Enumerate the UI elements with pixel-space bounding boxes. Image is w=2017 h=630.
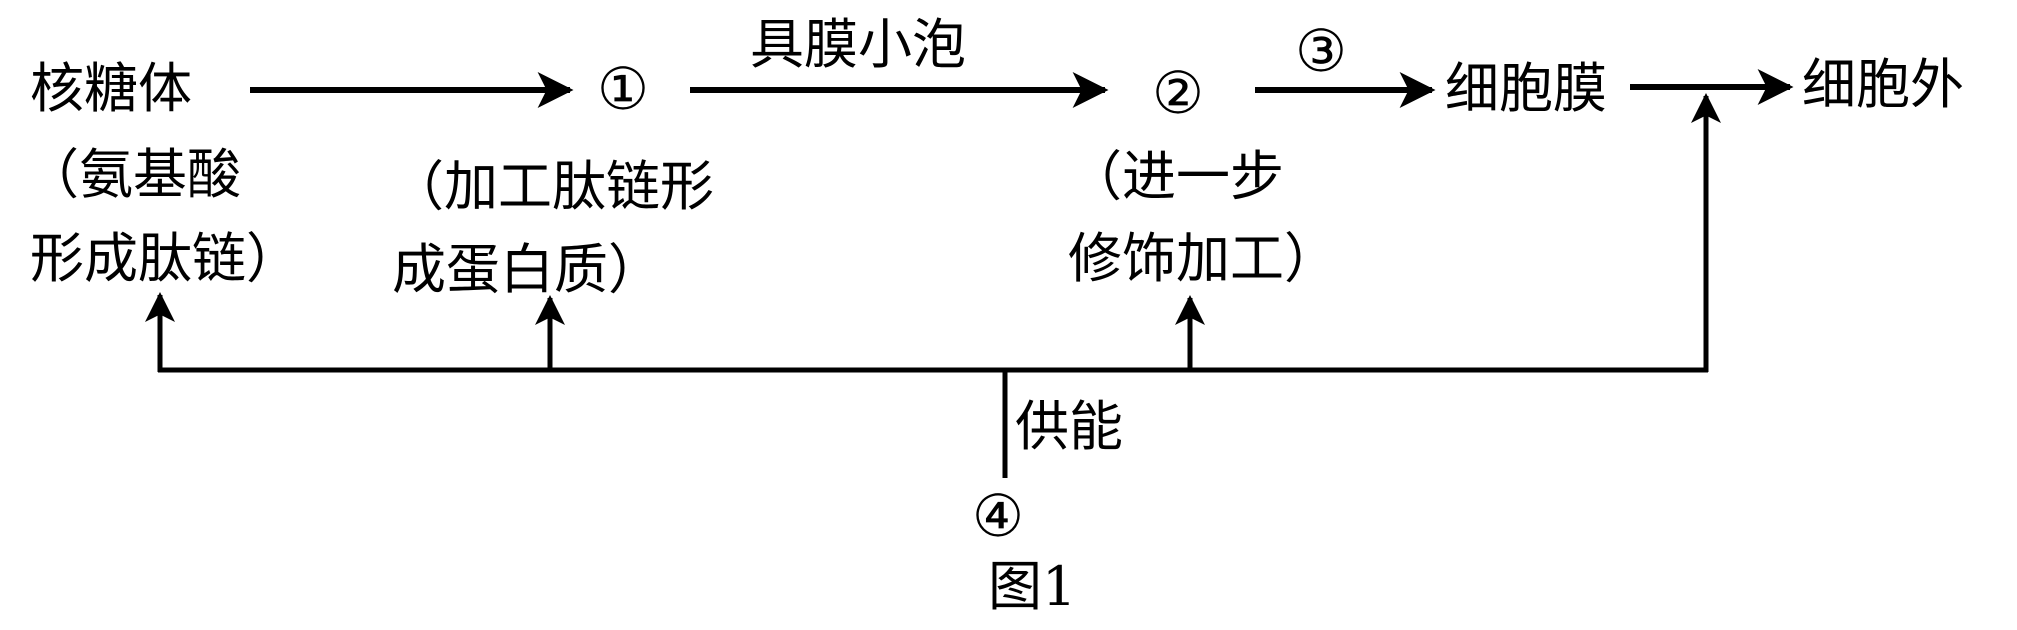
organelle-1-note-line2: 成蛋白质） [392,238,662,301]
figure-caption: 图1 [988,555,1077,618]
ribosome-label: 核糖体 [30,57,192,120]
cell-membrane-label: 细胞膜 [1445,57,1607,120]
ribosome-note-line1: （氨基酸 [25,143,241,206]
energy-source-label: ④ [972,482,1024,550]
extracellular-label: 细胞外 [1802,53,1964,116]
organelle-2-note-line2: 修饰加工） [1068,227,1338,290]
organelle-2-note-line1: （进一步 [1068,145,1284,208]
organelle-2-label: ② [1152,59,1204,127]
ribosome-note-line2: 形成肽链） [30,227,300,290]
vesicle-edge-label: 具膜小泡 [750,13,966,76]
organelle-1-note-line1: （加工肽链形 [390,155,714,218]
energy-supply-label: 供能 [1015,395,1123,458]
organelle-1-label: ① [597,55,649,123]
step-3-label: ③ [1295,17,1347,85]
